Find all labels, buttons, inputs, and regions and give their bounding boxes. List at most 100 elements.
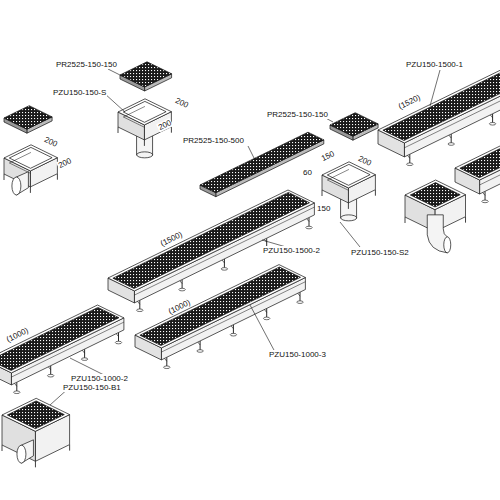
drawing-stroke <box>266 308 267 317</box>
drawing-stroke <box>50 366 51 375</box>
drawing-stroke <box>69 445 70 451</box>
drawing-stroke <box>375 190 376 196</box>
levelling-foot <box>179 288 185 291</box>
part-number: PZU150-1000-3 <box>268 350 327 359</box>
part-number: PR2525-150-500 <box>182 136 245 145</box>
drawing-stroke <box>405 217 406 223</box>
levelling-foot <box>482 200 488 203</box>
channel-frame <box>455 137 500 180</box>
drawing-stroke <box>409 154 410 163</box>
part-number: PR2525-150-150 <box>266 110 329 119</box>
drawing-stroke <box>4 174 5 180</box>
drawing-stroke <box>309 218 310 227</box>
part-number: PZU150-1000-2 <box>70 374 129 383</box>
drawing-stroke <box>327 180 348 190</box>
leader-line <box>108 69 120 75</box>
levelling-foot <box>264 317 270 320</box>
part-number: PZU150-150-S <box>52 88 107 97</box>
drawing-stroke <box>123 106 145 117</box>
drawing-stroke <box>118 127 119 133</box>
levelling-foot <box>14 391 20 394</box>
levelling-foot <box>115 341 121 344</box>
box-opening <box>123 101 166 122</box>
dimension-label: 200 <box>56 156 74 171</box>
levelling-foot <box>197 350 203 353</box>
part-number: PZU150-150-B1 <box>62 383 122 392</box>
drawing-stroke <box>84 349 85 358</box>
leader-line <box>430 70 440 106</box>
drawing-stroke <box>327 169 349 180</box>
grate-edge <box>216 140 324 197</box>
leader-line <box>250 305 275 352</box>
drawing-stroke <box>144 140 145 146</box>
box-frame <box>4 145 57 171</box>
outlet-pipe <box>341 215 357 221</box>
channel-frame <box>0 305 124 373</box>
levelling-foot <box>164 366 170 369</box>
drawing-stroke <box>118 333 119 342</box>
outlet-pipe <box>12 177 21 195</box>
levelling-foot <box>230 333 236 336</box>
drawing-stroke <box>300 292 301 301</box>
drawing-stroke <box>35 461 36 467</box>
box-opening <box>327 164 370 185</box>
drawing-stroke <box>123 117 144 127</box>
box-opening <box>7 401 64 429</box>
levelling-foot <box>448 143 454 146</box>
box-opening <box>9 147 52 168</box>
drawing-stroke <box>348 203 349 209</box>
levelling-foot <box>297 301 303 304</box>
dimension-label: 60 <box>302 168 313 177</box>
leader-line <box>340 222 360 247</box>
dimension-label: 200 <box>356 153 374 168</box>
drawing-stroke <box>182 280 183 289</box>
box-frame <box>405 180 466 210</box>
grate-top <box>4 106 52 130</box>
drawing-stroke <box>451 134 452 143</box>
grate-top <box>120 62 172 87</box>
channel-grate <box>140 267 301 346</box>
levelling-foot <box>48 374 54 377</box>
drawing-stroke <box>171 127 172 133</box>
drawing-stroke <box>9 163 30 173</box>
drawing-stroke <box>57 174 58 180</box>
dimension-label: 150 <box>316 204 331 213</box>
drawing-stroke <box>224 259 225 268</box>
part-number: PZU150-1500-1 <box>405 60 464 69</box>
leader-line <box>248 146 255 160</box>
dimension-label: 200 <box>173 95 191 110</box>
outlet-pipe <box>444 237 451 253</box>
drawing-stroke <box>139 300 140 309</box>
levelling-foot <box>407 163 413 166</box>
drawing-stroke <box>16 382 17 391</box>
drawing-stroke <box>166 357 167 366</box>
box-opening <box>410 183 460 207</box>
grate-top <box>330 113 378 137</box>
channel-frame <box>378 64 500 143</box>
levelling-foot <box>137 309 143 312</box>
outlet-pipe <box>137 152 153 158</box>
levelling-foot <box>489 122 495 125</box>
channel-grate <box>383 66 500 140</box>
part-number: PR2525-150-150 <box>55 60 118 69</box>
outlet-pipe <box>17 445 26 463</box>
dimension-label: 200 <box>42 134 60 149</box>
dimension-label: 150 <box>319 149 337 164</box>
levelling-foot <box>221 268 227 271</box>
dimension-label: (1520) <box>396 92 423 111</box>
levelling-foot <box>81 358 87 361</box>
drawing-stroke <box>465 217 466 223</box>
box-frame <box>2 398 70 431</box>
drawing-stroke <box>200 341 201 350</box>
drawing-stroke <box>492 114 493 123</box>
drawing-stroke <box>9 152 31 163</box>
drawing-stroke <box>30 187 31 193</box>
levelling-foot <box>306 226 312 229</box>
drawing-stroke <box>485 191 486 200</box>
channel-grate <box>0 307 119 370</box>
channel-grate <box>460 140 500 178</box>
part-number: PZU150-150-S2 <box>350 248 410 257</box>
drawing-stroke <box>322 190 323 196</box>
